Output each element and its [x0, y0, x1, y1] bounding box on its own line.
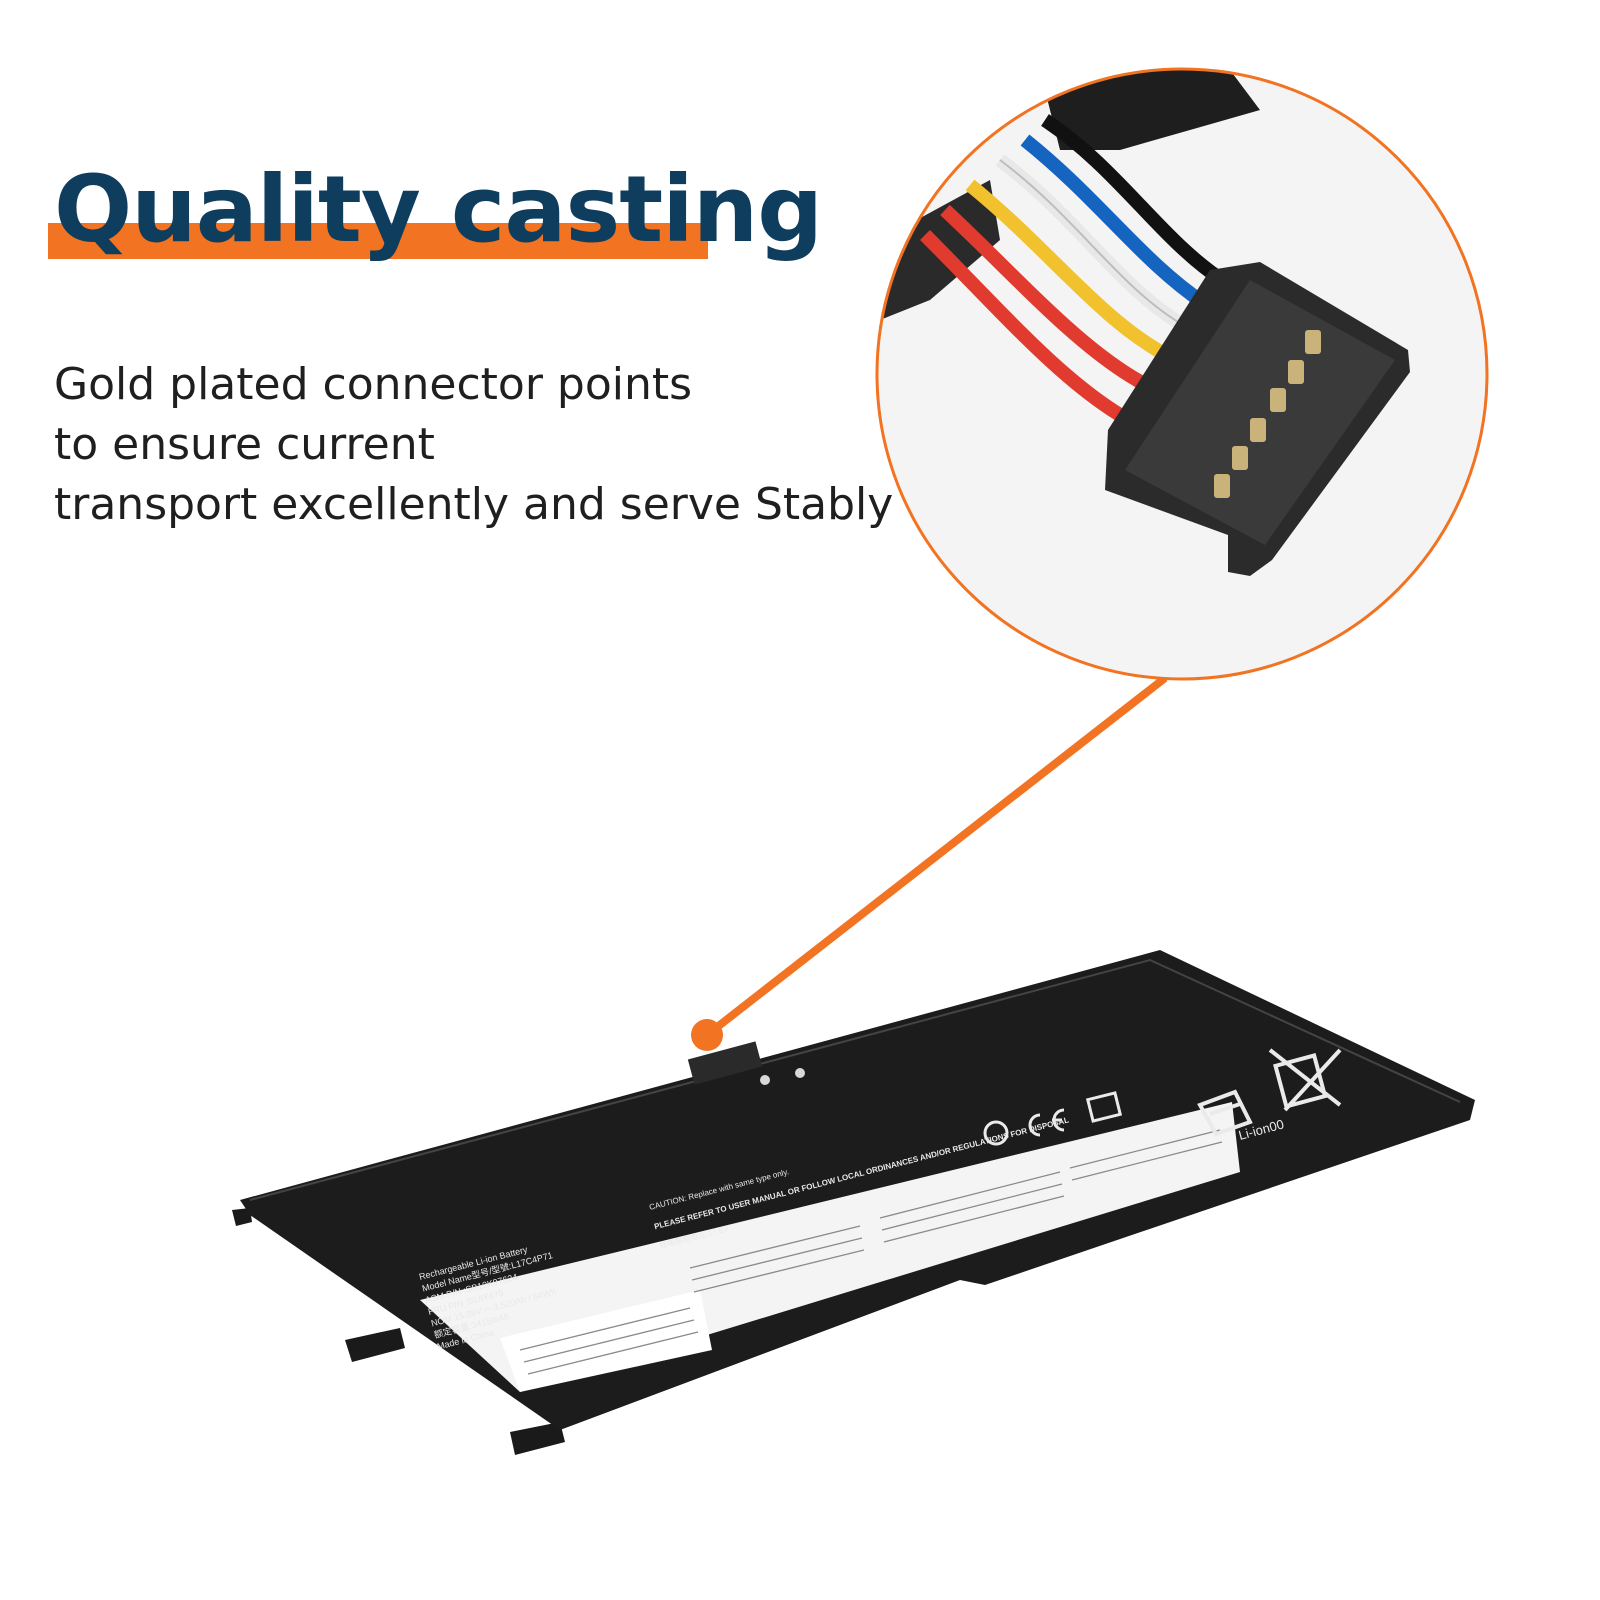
callout-dot — [691, 1019, 723, 1051]
magnified-connector-callout — [875, 67, 1489, 681]
headline-underline-bar — [48, 223, 708, 259]
battery-pack: Rechargeable Li-ion Battery Model Name型号… — [232, 950, 1475, 1455]
headline: Quality casting — [54, 156, 823, 263]
headline-block: Quality casting — [48, 150, 823, 270]
crossed-bin-icon — [1268, 1048, 1342, 1112]
kc-mark-icon — [1085, 1091, 1123, 1123]
callout-line — [704, 674, 1168, 1039]
certification-mark-icon — [983, 1120, 1009, 1146]
description-line: transport excellently and serve Stably — [54, 479, 894, 530]
recycle-icon — [1197, 1089, 1253, 1137]
ce-mark-icon — [1028, 1113, 1041, 1137]
description-line: Gold plated connector points — [54, 359, 693, 410]
description: Gold plated connector points to ensure c… — [54, 355, 914, 535]
description-line: to ensure current — [54, 419, 435, 470]
